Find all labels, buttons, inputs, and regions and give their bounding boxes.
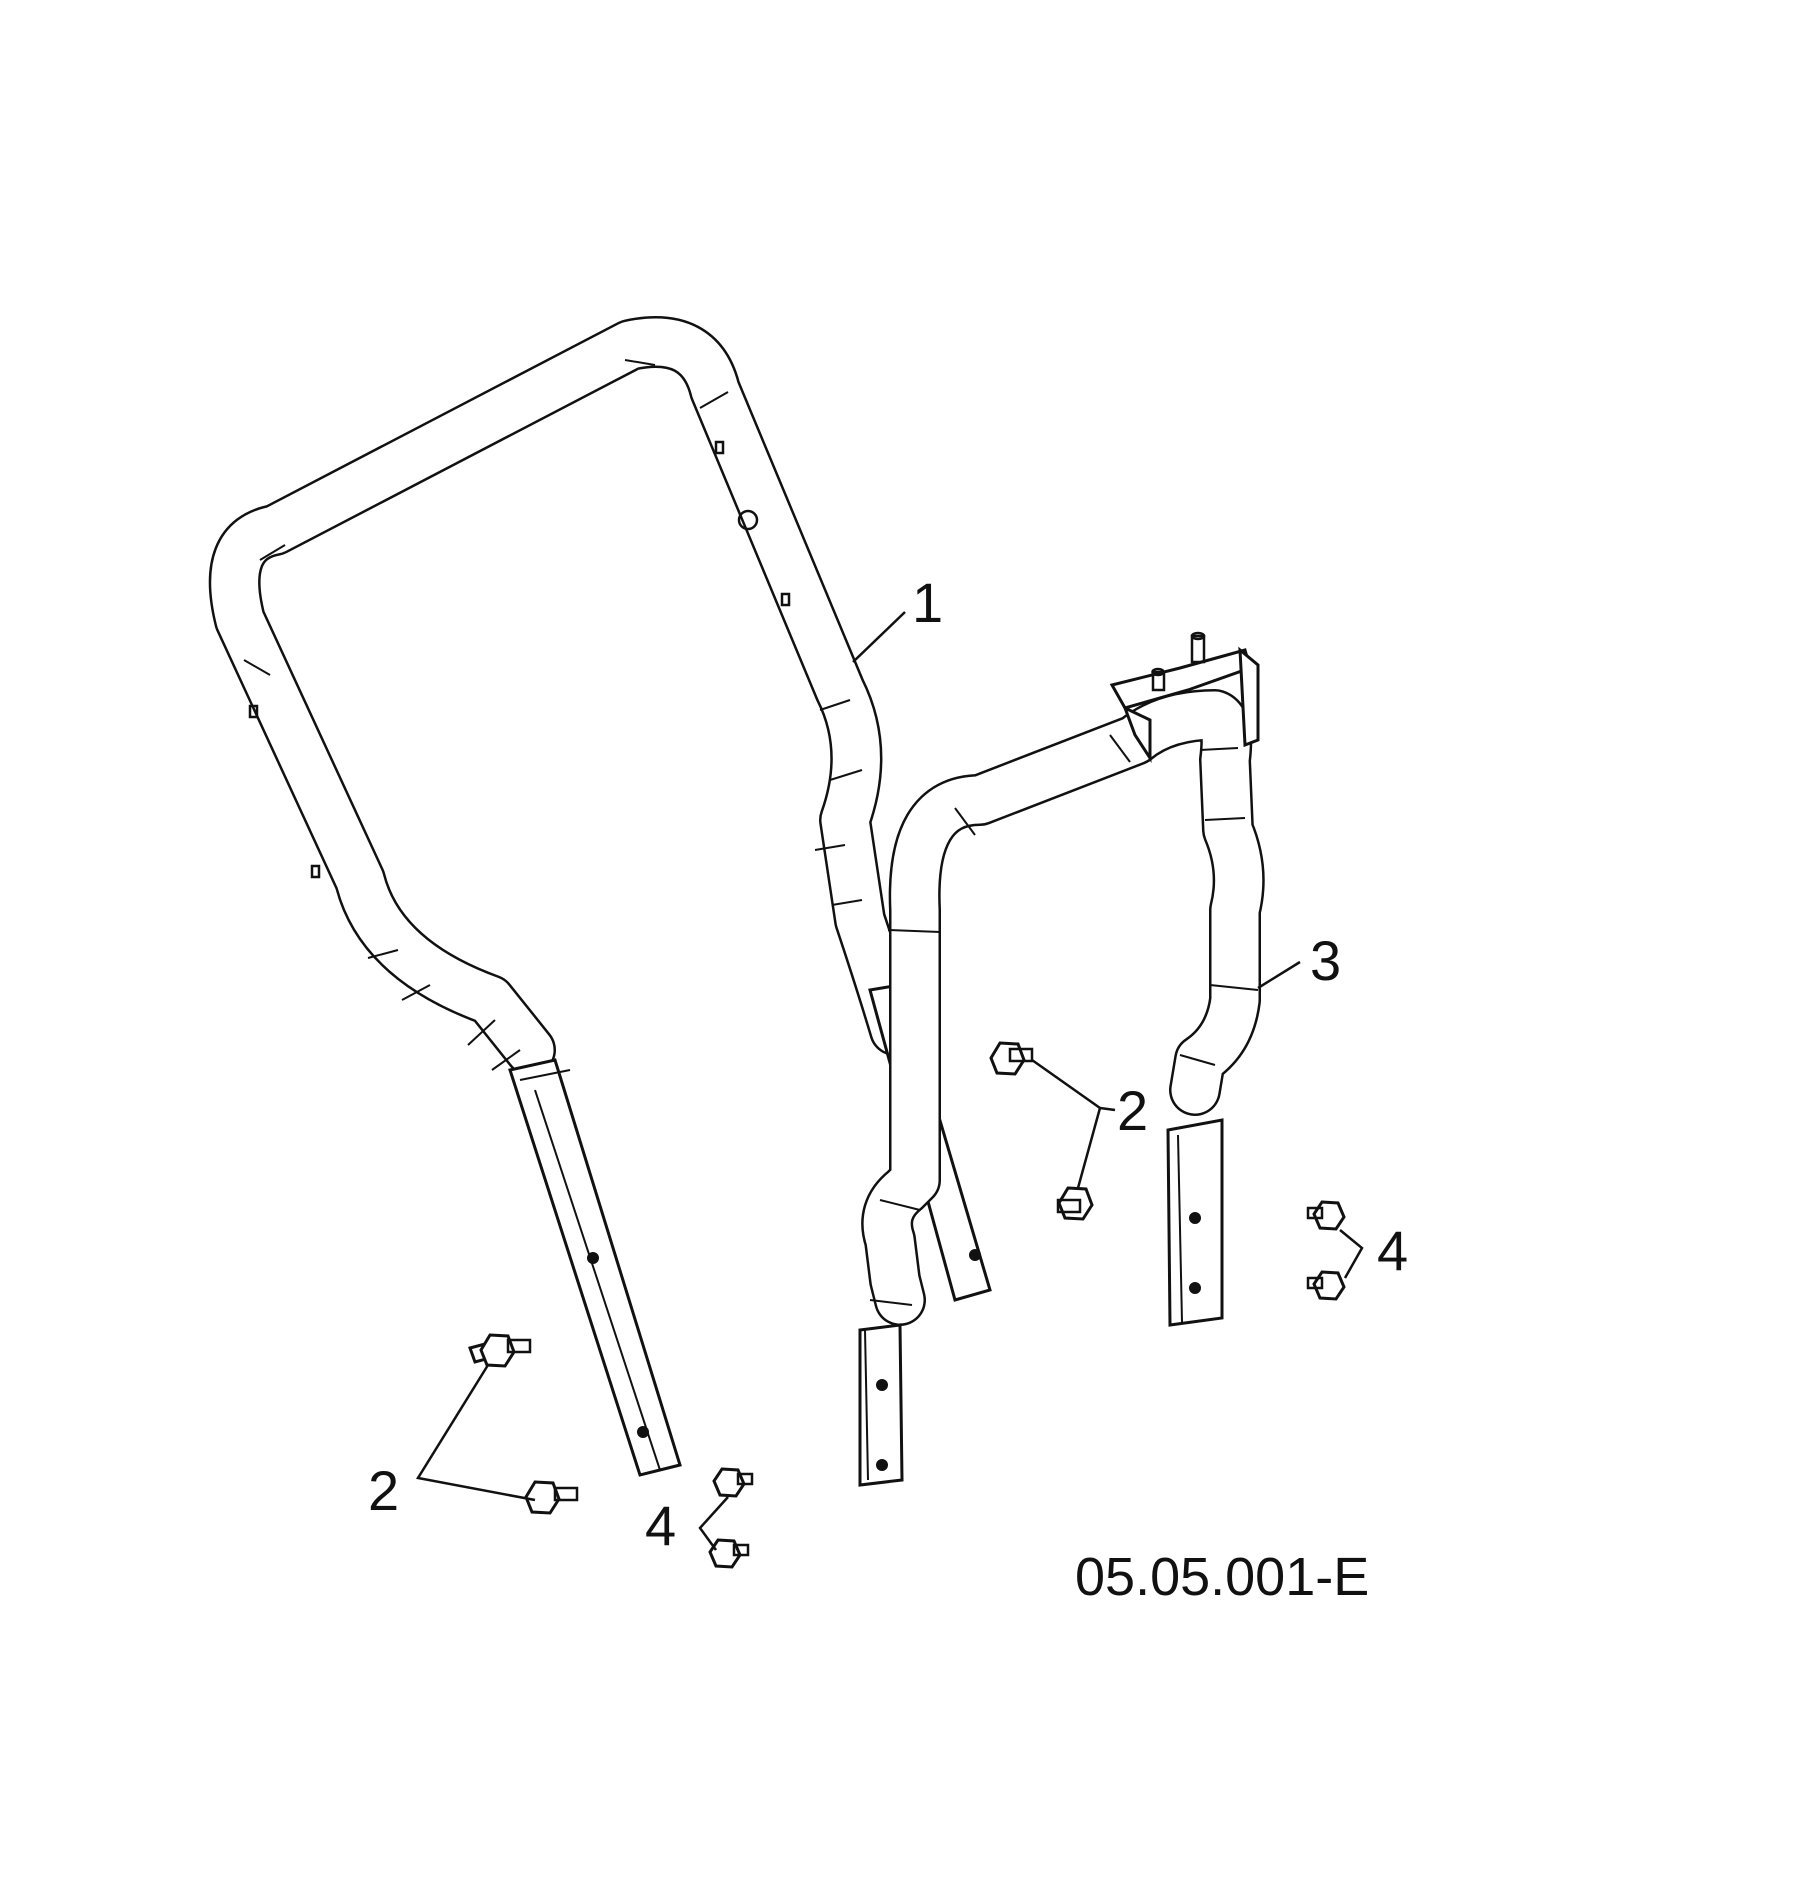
upper-handle-frame bbox=[208, 316, 992, 1477]
drawing-code: 05.05.001-E bbox=[1075, 1547, 1369, 1607]
lower-handle-frame bbox=[858, 631, 1265, 1487]
bolt-left-lower bbox=[524, 1480, 579, 1515]
callout-2-left: 2 bbox=[368, 1459, 399, 1522]
callout-1: 1 bbox=[912, 571, 943, 634]
flange-nuts bbox=[708, 1200, 1346, 1569]
nut-right-upper bbox=[1306, 1200, 1346, 1231]
bolt-right-lower bbox=[1056, 1186, 1094, 1221]
callout-4-left: 4 bbox=[645, 1494, 676, 1557]
flange-bolts bbox=[468, 1041, 1094, 1515]
callout-4-right: 4 bbox=[1377, 1219, 1408, 1282]
bolt-left-upper bbox=[468, 1333, 532, 1368]
nut-right-lower bbox=[1306, 1270, 1346, 1301]
callout-2-right: 2 bbox=[1117, 1079, 1148, 1142]
callout-3: 3 bbox=[1310, 929, 1341, 992]
nut-left-lower bbox=[708, 1538, 750, 1569]
nut-left-upper bbox=[712, 1467, 754, 1498]
leader-lines bbox=[415, 611, 1364, 1551]
bolt-right-upper bbox=[989, 1041, 1034, 1076]
